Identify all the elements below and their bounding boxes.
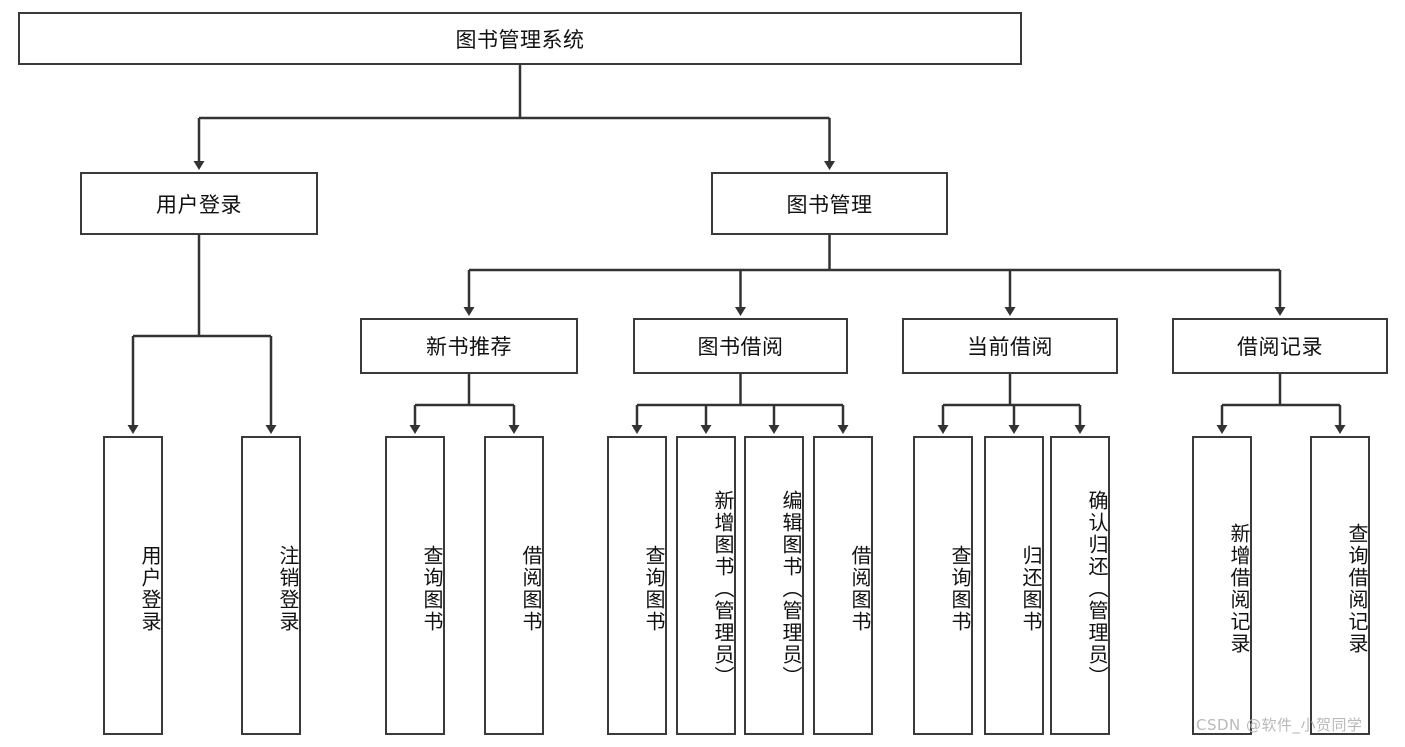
node-leaf-nb-query[interactable]: 查询图书 — [385, 436, 445, 735]
node-label: 查询借阅记录 — [1345, 522, 1369, 655]
node-label: 查询图书 — [420, 544, 444, 633]
node-label: 确认归还（管理员） — [1085, 489, 1109, 688]
node-newbook[interactable]: 新书推荐 — [360, 318, 578, 374]
node-label: 新增借阅记录 — [1227, 522, 1251, 655]
node-leaf-bw-borrow[interactable]: 借阅图书 — [813, 436, 873, 735]
node-label: 查询图书 — [642, 544, 666, 633]
node-label: 图书管理系统 — [455, 27, 585, 52]
node-root[interactable]: 图书管理系统 — [18, 12, 1022, 65]
node-leaf-rc-query[interactable]: 查询借阅记录 — [1310, 436, 1370, 735]
node-label: 新增图书（管理员） — [711, 489, 735, 688]
node-bookmgmt[interactable]: 图书管理 — [711, 172, 948, 235]
node-label: 当前借阅 — [967, 335, 1053, 359]
node-label: 借阅图书 — [848, 544, 872, 633]
node-leaf-nb-borrow[interactable]: 借阅图书 — [484, 436, 544, 735]
node-label: 查询图书 — [948, 544, 972, 633]
node-leaf-cb-query[interactable]: 查询图书 — [913, 436, 973, 735]
node-leaf-cb-confirm[interactable]: 确认归还（管理员） — [1050, 436, 1110, 735]
node-label: 用户登录 — [156, 192, 242, 217]
node-borrow[interactable]: 图书借阅 — [633, 318, 848, 374]
node-records[interactable]: 借阅记录 — [1172, 318, 1388, 374]
node-label: 注销登录 — [276, 544, 300, 633]
node-label: 图书借阅 — [697, 335, 784, 359]
node-current[interactable]: 当前借阅 — [902, 318, 1118, 374]
node-login[interactable]: 用户登录 — [80, 172, 318, 235]
node-label: 用户登录 — [138, 544, 162, 633]
node-leaf-user-logout[interactable]: 注销登录 — [241, 436, 301, 735]
node-label: 新书推荐 — [426, 335, 512, 359]
node-label: 归还图书 — [1019, 544, 1043, 633]
node-leaf-user-login[interactable]: 用户登录 — [103, 436, 163, 735]
node-leaf-rc-add[interactable]: 新增借阅记录 — [1192, 436, 1252, 735]
node-label: 借阅图书 — [519, 544, 543, 633]
node-label: 借阅记录 — [1237, 335, 1323, 359]
node-label: 图书管理 — [786, 192, 873, 217]
node-leaf-bw-edit[interactable]: 编辑图书（管理员） — [744, 436, 804, 735]
node-leaf-bw-add[interactable]: 新增图书（管理员） — [676, 436, 736, 735]
node-leaf-bw-query[interactable]: 查询图书 — [607, 436, 667, 735]
node-leaf-cb-return[interactable]: 归还图书 — [984, 436, 1044, 735]
csdn-watermark: CSDN @软件_小贺同学 — [1196, 716, 1363, 734]
node-label: 编辑图书（管理员） — [779, 489, 803, 688]
